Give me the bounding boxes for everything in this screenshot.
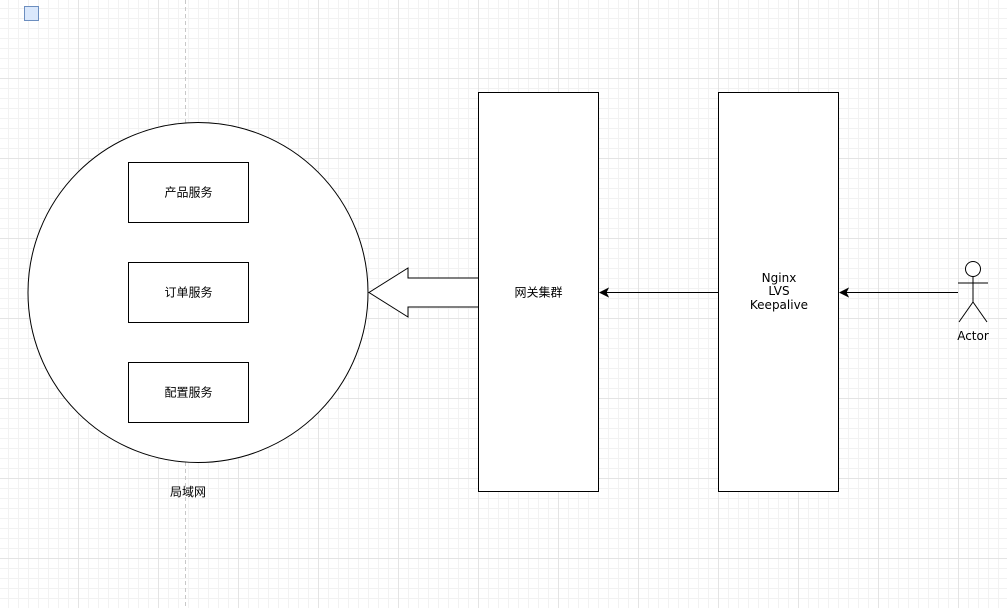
lan-group[interactable]: 产品服务 订单服务 配置服务 局域网 bbox=[27, 122, 369, 500]
square-shape-icon[interactable] bbox=[24, 6, 39, 21]
stick-figure-icon[interactable] bbox=[958, 261, 988, 323]
load-balancer-line-3: Keepalive bbox=[750, 298, 808, 312]
load-balancer-line-1: Nginx bbox=[762, 271, 797, 285]
product-service-label: 产品服务 bbox=[164, 185, 212, 200]
order-service-label: 订单服务 bbox=[164, 285, 212, 300]
config-service-label: 配置服务 bbox=[164, 385, 212, 400]
load-balancer-line-2: LVS bbox=[768, 284, 789, 298]
gateway-cluster-box[interactable] bbox=[478, 92, 599, 492]
order-service-box[interactable] bbox=[128, 262, 249, 323]
load-balancer-box[interactable] bbox=[718, 92, 839, 492]
gateway-cluster-label: 网关集群 bbox=[514, 285, 562, 300]
actor-label: Actor bbox=[957, 329, 989, 343]
config-service-box[interactable] bbox=[128, 362, 249, 423]
lan-label: 局域网 bbox=[170, 485, 206, 499]
hollow-left-arrow[interactable] bbox=[368, 267, 479, 318]
product-service-box[interactable] bbox=[128, 162, 249, 223]
